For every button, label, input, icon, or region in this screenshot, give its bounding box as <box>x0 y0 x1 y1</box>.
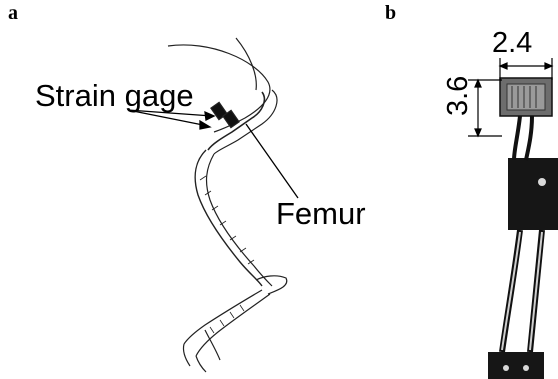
gage-height-label: 3.6 <box>444 76 473 116</box>
lead-wire-1-highlight <box>502 232 520 350</box>
gage-wire-2 <box>526 116 532 160</box>
width-arrow-left <box>500 63 507 69</box>
toe-2 <box>196 356 206 372</box>
gage-width-label: 2.4 <box>492 29 532 58</box>
toe-3 <box>205 330 220 360</box>
gage-grid <box>507 84 545 110</box>
height-arrow-top <box>475 80 481 87</box>
gage-connector <box>508 158 558 230</box>
lead-wire-2-highlight <box>530 232 542 350</box>
width-arrow-right <box>545 63 552 69</box>
pointer-arrowhead-1 <box>205 112 214 120</box>
bottom-connector <box>488 352 544 379</box>
toe-1 <box>183 344 190 366</box>
tibia-bone <box>195 150 262 286</box>
body-back-line <box>236 38 256 90</box>
gage-photo <box>488 78 558 379</box>
bottom-connector-pin-2 <box>523 365 529 371</box>
femur-pointer <box>246 124 298 198</box>
tibia-outline <box>207 154 272 286</box>
panel-b-letter: b <box>385 2 396 25</box>
bottom-connector-pin-1 <box>503 365 509 371</box>
metatarsals <box>184 290 262 344</box>
height-arrow-bottom <box>475 129 481 136</box>
metatarsals-2 <box>196 294 270 356</box>
leader-lines <box>128 110 298 198</box>
gage-wire-1 <box>514 116 520 160</box>
bone-hatching <box>200 176 254 264</box>
femur-label: Femur <box>276 198 366 229</box>
panel-a-letter: a <box>8 2 18 25</box>
strain-gage-label: Strain gage <box>35 80 194 111</box>
connector-dot <box>538 178 546 186</box>
pointer-arrowhead-2 <box>200 121 210 129</box>
